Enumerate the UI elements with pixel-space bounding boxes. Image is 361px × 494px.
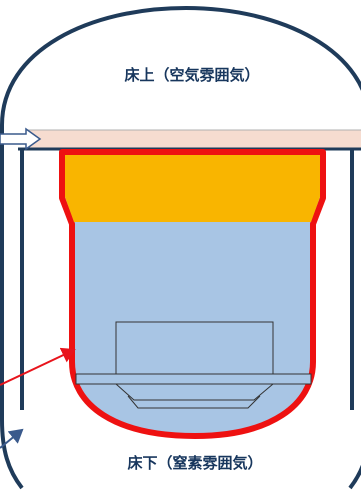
support-beam [75,373,312,385]
blue-pointer-arrow-icon [0,428,24,449]
containment-outline [0,5,361,490]
lower-zone-label: 床下（窒素雰囲気） [127,454,262,472]
lower-plenum-structure [115,383,274,401]
floor-band [25,129,361,149]
red-pointer-arrow-icon [0,347,76,386]
lower-head-plate [127,395,261,409]
upper-zone-label: 床上（空気雰囲気） [124,66,259,84]
right-outline-arrow-icon [0,127,42,151]
vessel-upper-section [65,155,320,222]
